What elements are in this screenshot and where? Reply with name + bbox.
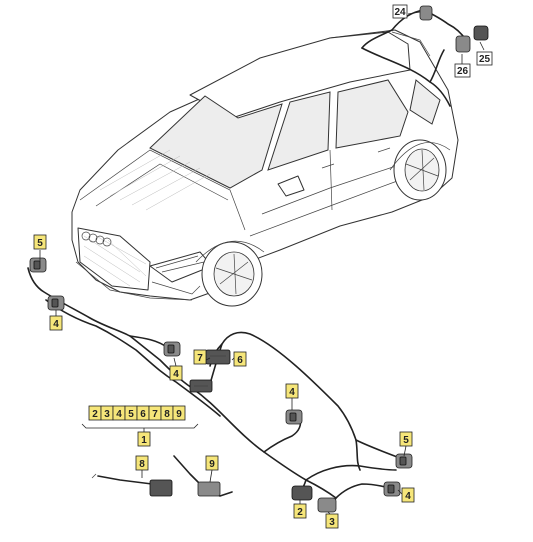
svg-text:3: 3: [329, 517, 335, 528]
svg-text:5: 5: [403, 435, 409, 446]
callout-26: 26: [454, 63, 471, 78]
front-harness: [27, 257, 413, 513]
rear-sensor-right: [473, 25, 489, 41]
svg-text:5: 5: [37, 238, 43, 249]
callout-4-right: 4: [401, 487, 415, 503]
callout-3: 3: [325, 513, 339, 529]
front-wheel: [201, 241, 263, 307]
sensor-bottom-3: [317, 497, 337, 513]
svg-text:3: 3: [104, 409, 110, 420]
sensor-right-upper: [395, 453, 413, 469]
svg-text:5: 5: [128, 409, 134, 420]
svg-text:4: 4: [289, 387, 295, 398]
connector-6-7: [189, 349, 231, 393]
callout-4-mid: 4: [169, 365, 183, 381]
svg-text:4: 4: [53, 319, 59, 330]
part-9-bracket: [173, 455, 233, 497]
rear-sensor-26: [455, 35, 471, 53]
svg-text:4: 4: [116, 409, 122, 420]
brand-logo: [81, 231, 112, 247]
svg-text:9: 9: [209, 459, 215, 470]
callout-2: 2: [293, 503, 307, 519]
callout-24: 24: [392, 4, 408, 19]
callout-25: 25: [476, 51, 493, 66]
svg-text:7: 7: [152, 409, 158, 420]
side-mirror: [277, 175, 305, 197]
car-roof: [189, 31, 411, 119]
harness-main-wire: [27, 267, 337, 499]
rear-harness: [361, 5, 489, 107]
callout-6: 6: [233, 351, 247, 367]
svg-text:4: 4: [173, 369, 179, 380]
svg-text:1: 1: [141, 435, 147, 446]
svg-text:24: 24: [394, 7, 406, 18]
svg-text:2: 2: [92, 409, 98, 420]
sensor-mid: [163, 341, 181, 357]
svg-text:25: 25: [479, 54, 491, 65]
front-side-window: [267, 91, 331, 171]
callout-4-center: 4: [285, 383, 299, 399]
svg-text:2: 2: [297, 507, 303, 518]
callout-7: 7: [193, 349, 207, 365]
svg-text:4: 4: [405, 491, 411, 502]
rear-wheel: [393, 139, 447, 201]
svg-text:26: 26: [457, 66, 469, 77]
sensor-bottom-2: [291, 485, 313, 501]
callout-5-left: 5: [33, 234, 47, 250]
svg-text:6: 6: [237, 355, 243, 366]
callout-4-left: 4: [49, 315, 63, 331]
svg-text:6: 6: [140, 409, 146, 420]
windshield: [149, 95, 283, 189]
callout-9: 9: [205, 455, 219, 471]
rear-quarter-window: [409, 79, 441, 125]
part-8-bracket: [91, 473, 173, 497]
callout-5-right: 5: [399, 431, 413, 447]
svg-text:8: 8: [164, 409, 170, 420]
sensor-center: [285, 409, 303, 425]
sensor-left-lower: [47, 295, 65, 311]
callout-1: 1: [137, 431, 151, 447]
svg-text:9: 9: [176, 409, 182, 420]
rear-sensor-24: [419, 5, 433, 21]
svg-text:8: 8: [139, 459, 145, 470]
sensor-left-upper: [29, 257, 47, 273]
svg-text:7: 7: [197, 353, 203, 364]
sensor-right-lower: [383, 481, 401, 497]
car-illustration: [71, 29, 459, 307]
callout-group-row: 2 3 4 5 6 7 8 9: [88, 405, 186, 421]
rear-side-window: [335, 79, 409, 149]
callout-8: 8: [135, 455, 149, 471]
